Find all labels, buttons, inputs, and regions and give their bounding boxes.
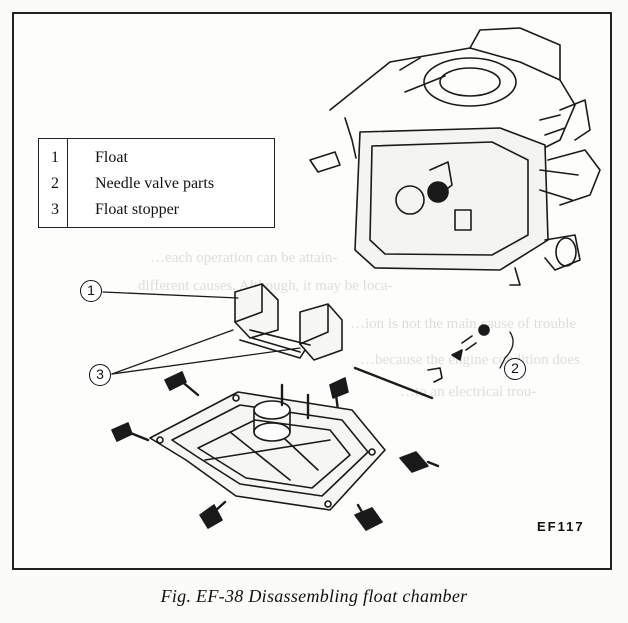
legend-divider bbox=[67, 139, 68, 227]
legend-row-1: 1 Float bbox=[39, 149, 274, 173]
float-chamber-cover bbox=[149, 383, 386, 511]
legend-label: Needle valve parts bbox=[95, 175, 215, 192]
bleed-through-line-3: …ion is not the main cause of trouble bbox=[350, 316, 577, 332]
figure-caption: Fig. EF-38 Disassembling float chamber bbox=[160, 586, 468, 606]
needle-valve-parts bbox=[427, 324, 490, 383]
float bbox=[234, 283, 343, 361]
callout-3: 3 bbox=[89, 364, 111, 386]
float-pin bbox=[353, 366, 434, 400]
bleed-through-line-1: …each operation can be attain- bbox=[150, 250, 338, 266]
legend-row-3: 3 Float stopper bbox=[39, 201, 274, 225]
screws bbox=[111, 371, 440, 531]
legend-number: 3 bbox=[51, 201, 59, 218]
leader-lines bbox=[102, 291, 514, 375]
legend-number: 2 bbox=[51, 175, 59, 192]
legend-row-2: 2 Needle valve parts bbox=[39, 175, 274, 199]
bleed-through-line-2: different causes. Although, it may be lo… bbox=[138, 278, 393, 294]
legend-label: Float bbox=[95, 149, 128, 166]
legend-label: Float stopper bbox=[95, 201, 179, 218]
bleed-through-line-5: …to an electrical trou- bbox=[400, 384, 537, 400]
parts-legend: 1 Float 2 Needle valve parts 3 Float sto… bbox=[38, 138, 275, 228]
callout-2: 2 bbox=[504, 358, 526, 380]
callout-1: 1 bbox=[80, 280, 102, 302]
carburetor-body bbox=[309, 27, 601, 286]
legend-number: 1 bbox=[51, 149, 59, 166]
figure-code: EF117 bbox=[537, 519, 585, 534]
